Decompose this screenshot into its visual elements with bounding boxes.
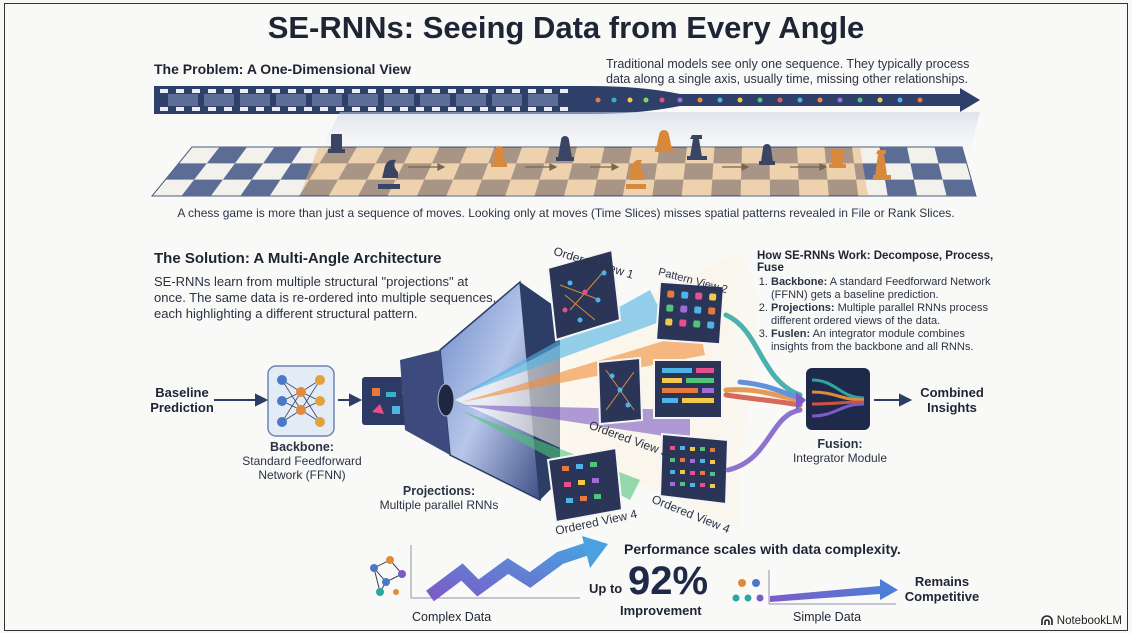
fusion-module-box: [806, 368, 870, 430]
chess-square: [181, 179, 223, 196]
flow-arrows-left: [214, 393, 363, 407]
problem-description: Traditional models see only one sequence…: [606, 57, 970, 86]
how-step-term: Backbone:: [771, 276, 828, 288]
simple-data-chart: [732, 570, 898, 605]
how-step-fusion: Fuslen: An integrator module combines in…: [771, 328, 997, 353]
how-step-backbone: Backbone: A standard Feedforward Network…: [771, 276, 997, 301]
fusion-subtitle: Integrator Module: [792, 451, 888, 465]
notebooklm-logo: NotebookLM: [1040, 615, 1122, 627]
projections-title: Projections:: [402, 484, 476, 498]
solution-heading: The Solution: A Multi-Angle Architecture: [154, 250, 442, 267]
projections-label: Projections: Multiple parallel RNNs: [364, 484, 514, 512]
chess-square: [942, 179, 976, 196]
chess-square: [222, 163, 264, 180]
how-step-term: Fuslen:: [771, 328, 811, 340]
chess-square: [884, 179, 918, 196]
projections-subtitle: Multiple parallel RNNs: [379, 498, 499, 512]
view-panel-3a: [596, 356, 644, 426]
backbone-label: Backbone: Standard Feedforward Network (…: [232, 440, 372, 482]
view-panel-4a: [546, 446, 624, 524]
how-step-term: Projections:: [771, 302, 835, 314]
combined-insights-label: Combined Insights: [920, 385, 984, 415]
improvement-label: Improvement: [620, 603, 702, 618]
complex-data-label: Complex Data: [412, 610, 492, 624]
how-step-text: A standard Feedforward Network (FFNN) ge…: [771, 276, 991, 301]
backbone-subtitle: Standard Feedforward Network (FFNN): [242, 454, 362, 482]
view-panel-2: [654, 280, 726, 346]
how-step-text: An integrator module combines insights f…: [771, 328, 974, 353]
chess-pieces: [328, 130, 891, 189]
how-steps-list: Backbone: A standard Feedforward Network…: [757, 276, 997, 353]
chess-square: [910, 163, 943, 180]
notebooklm-icon: [1040, 615, 1053, 625]
chess-caption: A chess game is more than just a sequenc…: [177, 206, 955, 220]
how-it-works-panel: How SE-RNNs Work: Decompose, Process, Fu…: [757, 250, 997, 354]
view-panel-4b: [658, 432, 730, 506]
chess-square: [263, 147, 302, 164]
solution-description: SE-RNNs learn from multiple structural "…: [154, 274, 497, 321]
up-to-label: Up to: [589, 581, 623, 596]
performance-headline: Performance scales with data complexity.: [624, 541, 901, 557]
view-panel-3b: [653, 359, 723, 419]
how-step-projections: Projections: Multiple parallel RNNs proc…: [771, 302, 997, 327]
fusion-label: Fusion: Integrator Module: [780, 437, 900, 465]
how-step-text: Multiple parallel RNNs process different…: [771, 302, 989, 327]
baseline-prediction-label: Baseline Prediction: [150, 385, 214, 415]
how-heading: How SE-RNNs Work: Decompose, Process, Fu…: [757, 250, 994, 274]
film-strip: [154, 86, 980, 114]
film-arrowhead: [960, 88, 980, 112]
improvement-percent: 92%: [628, 559, 709, 603]
logo-text: NotebookLM: [1056, 615, 1122, 627]
view-panel-1: [546, 248, 622, 342]
chess-square: [934, 147, 967, 164]
flow-arrow-right: [874, 393, 913, 407]
backbone-title: Backbone:: [270, 440, 334, 454]
backbone-network-box: [267, 365, 335, 437]
complex-data-chart: [370, 536, 608, 602]
fusion-title: Fusion:: [817, 437, 863, 451]
chess-square: [206, 147, 247, 164]
chess-square: [879, 147, 911, 164]
simple-data-label: Simple Data: [793, 610, 862, 624]
chess-square: [240, 179, 281, 196]
problem-heading: The Problem: A One-Dimensional View: [154, 61, 411, 77]
fusion-flows: [723, 312, 803, 473]
remains-competitive-label: Remains Competitive: [904, 574, 980, 604]
chess-square: [165, 163, 207, 180]
chessboard-strip: [150, 146, 977, 197]
page-title: SE-RNNs: Seeing Data from Every Angle: [267, 10, 865, 45]
